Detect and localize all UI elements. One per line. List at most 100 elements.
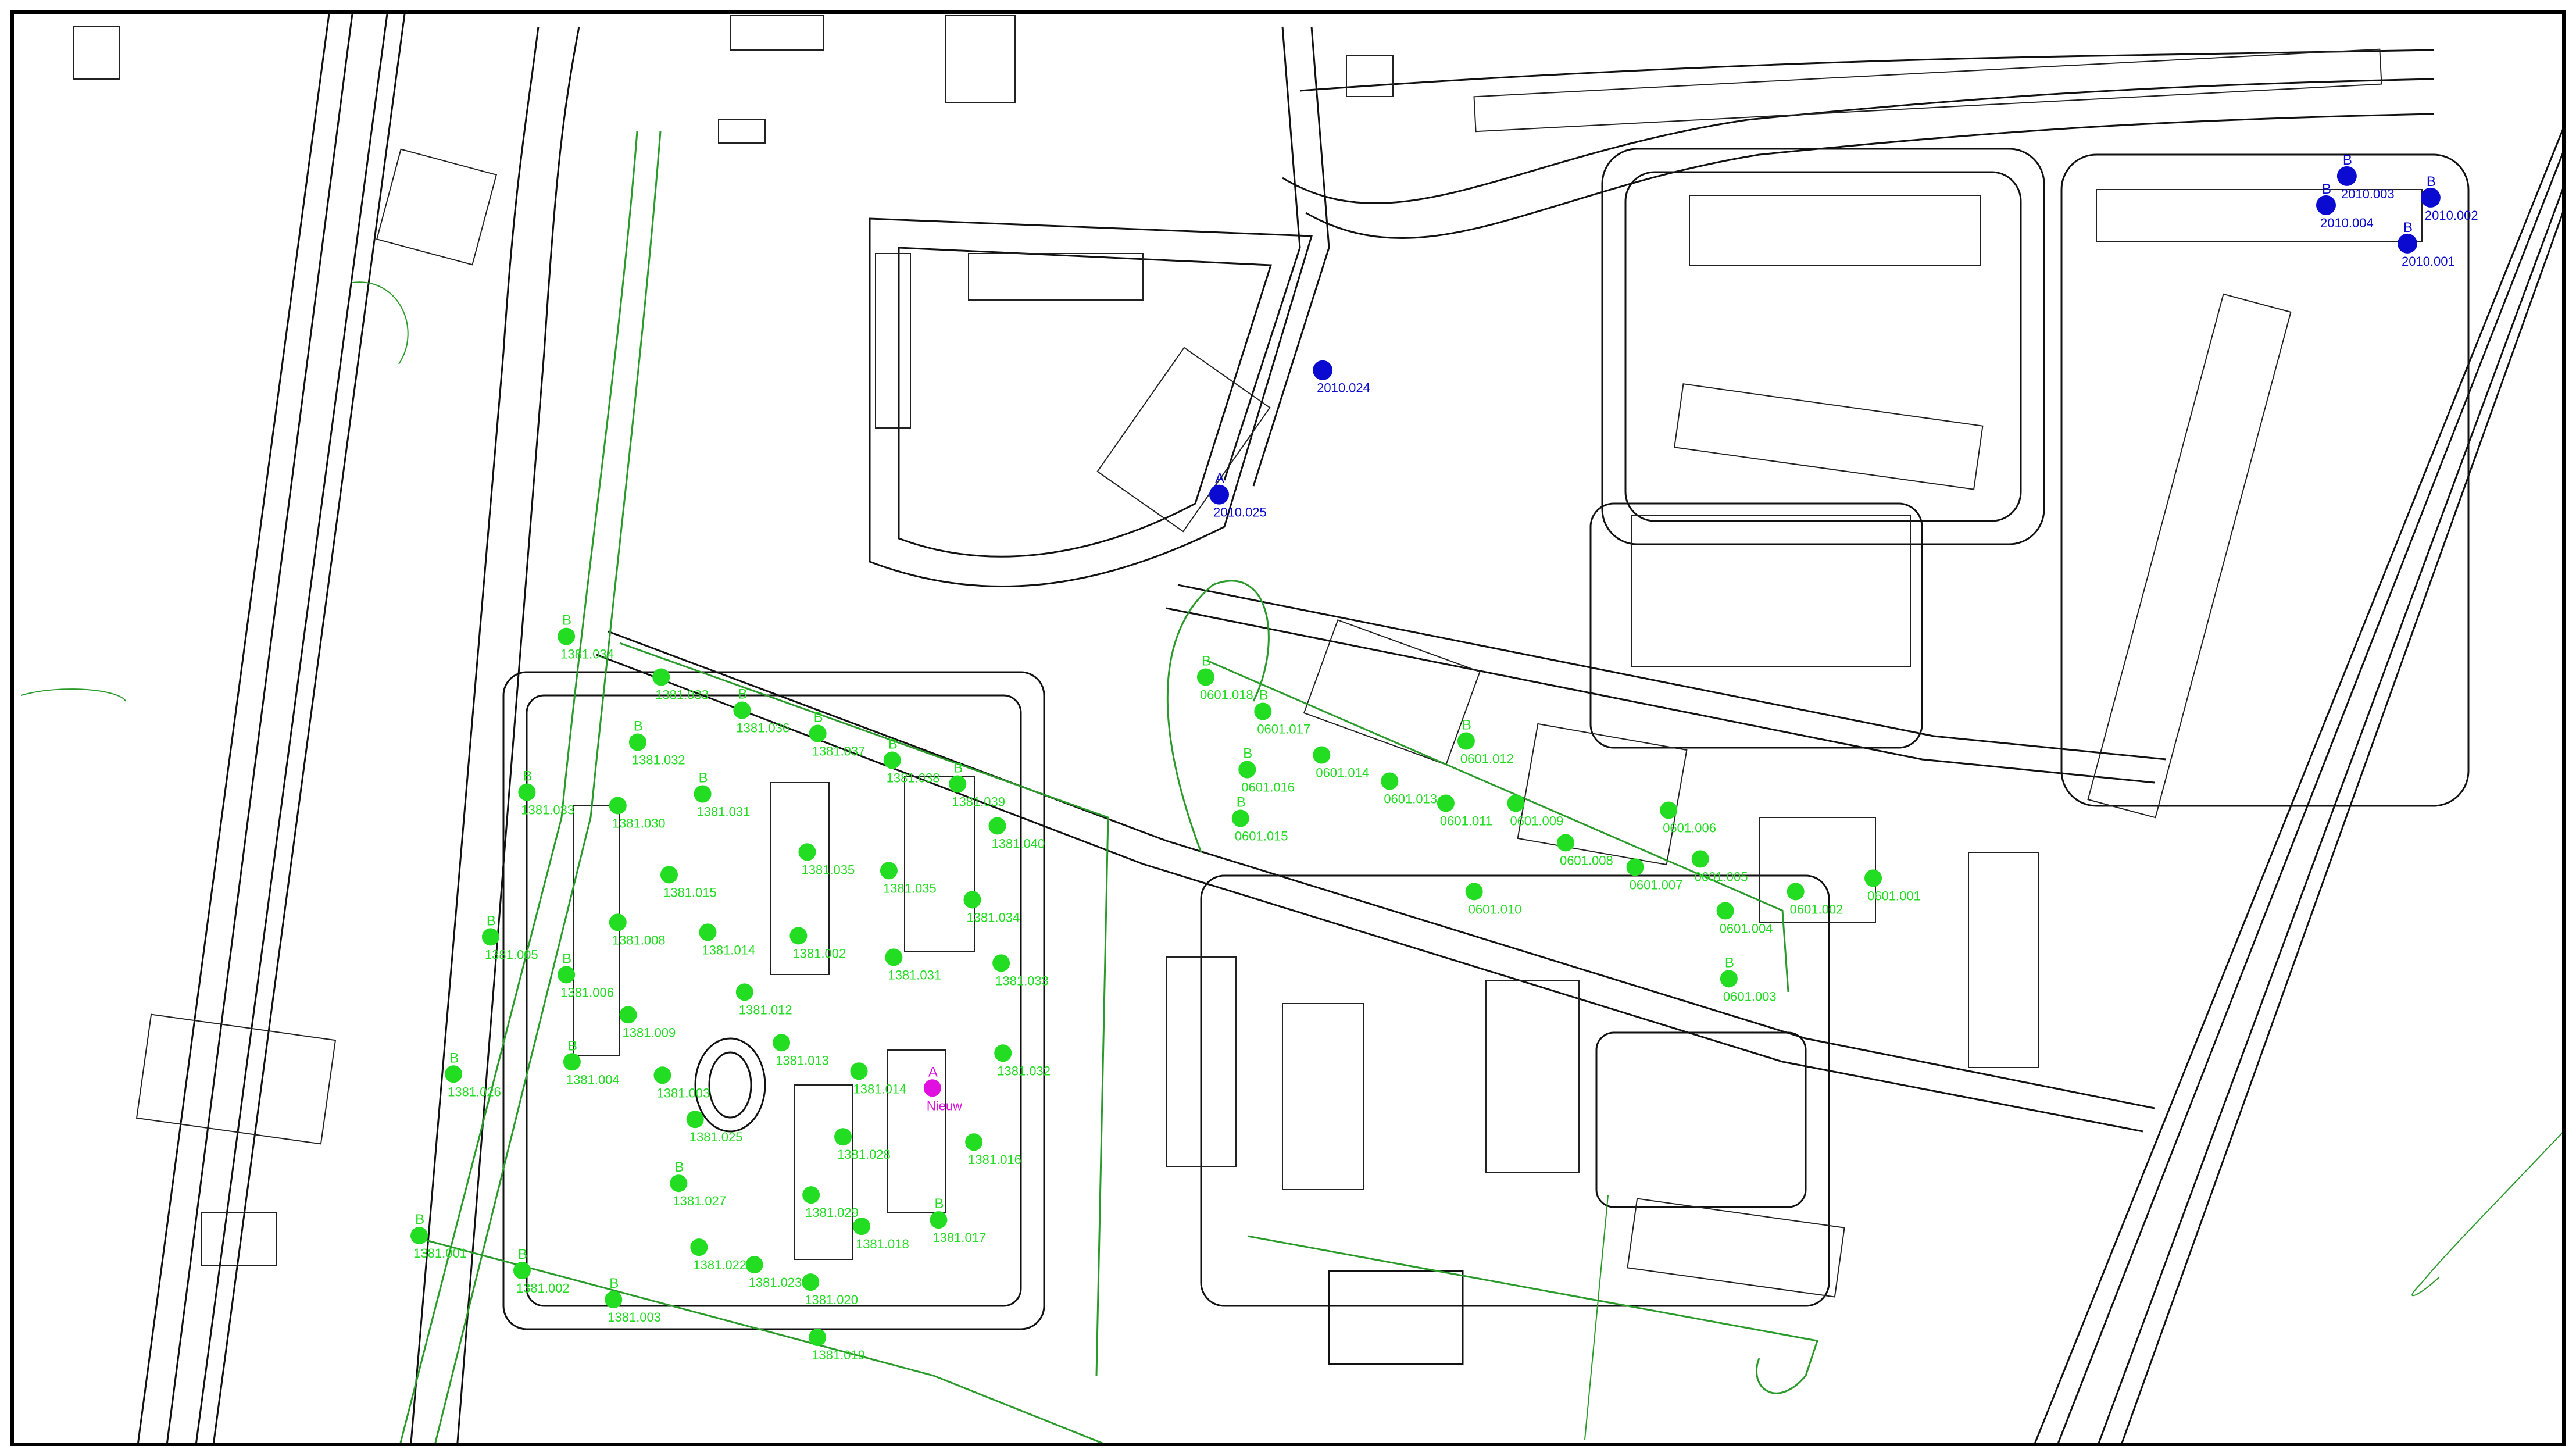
point-green[interactable]: 1381.025 <box>686 1111 743 1144</box>
point-green[interactable]: 1381.014 <box>850 1062 907 1096</box>
point-marker[interactable] <box>481 928 499 946</box>
point-green[interactable]: 0601.009 <box>1507 794 1563 828</box>
point-marker[interactable] <box>1720 970 1738 988</box>
point-green[interactable]: 1381.032 <box>994 1044 1051 1078</box>
point-green[interactable]: 1381.030 <box>609 797 666 830</box>
point-marker[interactable] <box>1209 484 1229 505</box>
point-marker[interactable] <box>605 1291 623 1309</box>
point-marker[interactable] <box>2398 233 2418 254</box>
point-marker[interactable] <box>653 1066 671 1084</box>
point-green[interactable]: 1381.034 <box>963 891 1020 924</box>
point-marker[interactable] <box>1313 360 1333 380</box>
point-green[interactable]: 1381.008 <box>609 913 666 947</box>
point-marker[interactable] <box>1196 668 1214 686</box>
point-marker[interactable] <box>2316 195 2336 215</box>
point-marker[interactable] <box>1787 883 1805 901</box>
point-marker[interactable] <box>1864 869 1882 887</box>
point-green[interactable]: 1381.003 <box>653 1066 710 1100</box>
point-marker[interactable] <box>1660 801 1678 819</box>
point-blue[interactable]: 2010.024 <box>1313 360 1370 395</box>
point-green[interactable]: 0601.005 <box>1691 850 1748 884</box>
point-green[interactable]: 1381.033 <box>992 954 1049 988</box>
point-marker[interactable] <box>949 775 967 793</box>
point-marker[interactable] <box>1465 883 1483 901</box>
point-green[interactable]: 1381.015 <box>660 866 717 899</box>
point-marker[interactable] <box>2420 187 2441 208</box>
point-marker[interactable] <box>852 1218 870 1236</box>
point-marker[interactable] <box>558 627 576 645</box>
point-green[interactable]: 1381.002 <box>789 927 846 961</box>
point-marker[interactable] <box>652 668 670 686</box>
point-marker[interactable] <box>802 1273 820 1291</box>
point-green[interactable]: 0601.004 <box>1716 902 1773 936</box>
point-marker[interactable] <box>1231 809 1249 827</box>
point-marker[interactable] <box>923 1079 941 1097</box>
point-green[interactable]: 1381.031 <box>885 948 941 982</box>
point-marker[interactable] <box>773 1034 791 1052</box>
point-marker[interactable] <box>609 913 627 931</box>
point-marker[interactable] <box>558 966 576 984</box>
point-marker[interactable] <box>1313 746 1331 764</box>
point-marker[interactable] <box>745 1256 763 1274</box>
point-green[interactable]: 1381.009 <box>619 1006 676 1040</box>
point-marker[interactable] <box>686 1111 704 1129</box>
point-marker[interactable] <box>1381 772 1399 790</box>
point-marker[interactable] <box>963 891 981 909</box>
point-marker[interactable] <box>699 923 717 941</box>
point-marker[interactable] <box>1716 902 1734 920</box>
point-marker[interactable] <box>992 954 1010 972</box>
point-marker[interactable] <box>834 1128 852 1146</box>
point-marker[interactable] <box>1457 732 1475 750</box>
point-green[interactable]: 0601.002 <box>1787 883 1843 916</box>
point-marker[interactable] <box>883 751 901 769</box>
point-green[interactable]: 0601.013 <box>1381 772 1437 806</box>
point-marker[interactable] <box>809 724 827 742</box>
point-marker[interactable] <box>930 1211 948 1229</box>
point-green[interactable]: 1381.022 <box>690 1238 746 1272</box>
point-green[interactable]: 1381.023 <box>745 1256 802 1290</box>
point-green[interactable]: 1381.012 <box>735 983 792 1017</box>
point-marker[interactable] <box>802 1186 820 1204</box>
point-marker[interactable] <box>880 862 898 880</box>
point-green[interactable]: 1381.040 <box>988 817 1045 851</box>
point-marker[interactable] <box>850 1062 868 1080</box>
point-marker[interactable] <box>690 1238 708 1256</box>
point-marker[interactable] <box>1691 850 1709 868</box>
point-green[interactable]: 1381.035 <box>798 843 855 877</box>
point-green[interactable]: 0601.014 <box>1313 746 1369 780</box>
point-marker[interactable] <box>798 843 816 861</box>
point-marker[interactable] <box>994 1044 1012 1062</box>
point-marker[interactable] <box>1507 794 1525 812</box>
point-green[interactable]: 1381.028 <box>834 1128 891 1162</box>
point-marker[interactable] <box>609 797 627 815</box>
point-green[interactable]: 1381.016 <box>965 1133 1021 1167</box>
point-green[interactable]: 1381.013 <box>773 1034 829 1068</box>
point-marker[interactable] <box>445 1065 463 1083</box>
point-green[interactable]: 1381.018 <box>852 1218 909 1251</box>
point-green[interactable]: 1381.033 <box>652 668 709 702</box>
point-marker[interactable] <box>518 783 536 801</box>
point-marker[interactable] <box>2336 166 2357 186</box>
